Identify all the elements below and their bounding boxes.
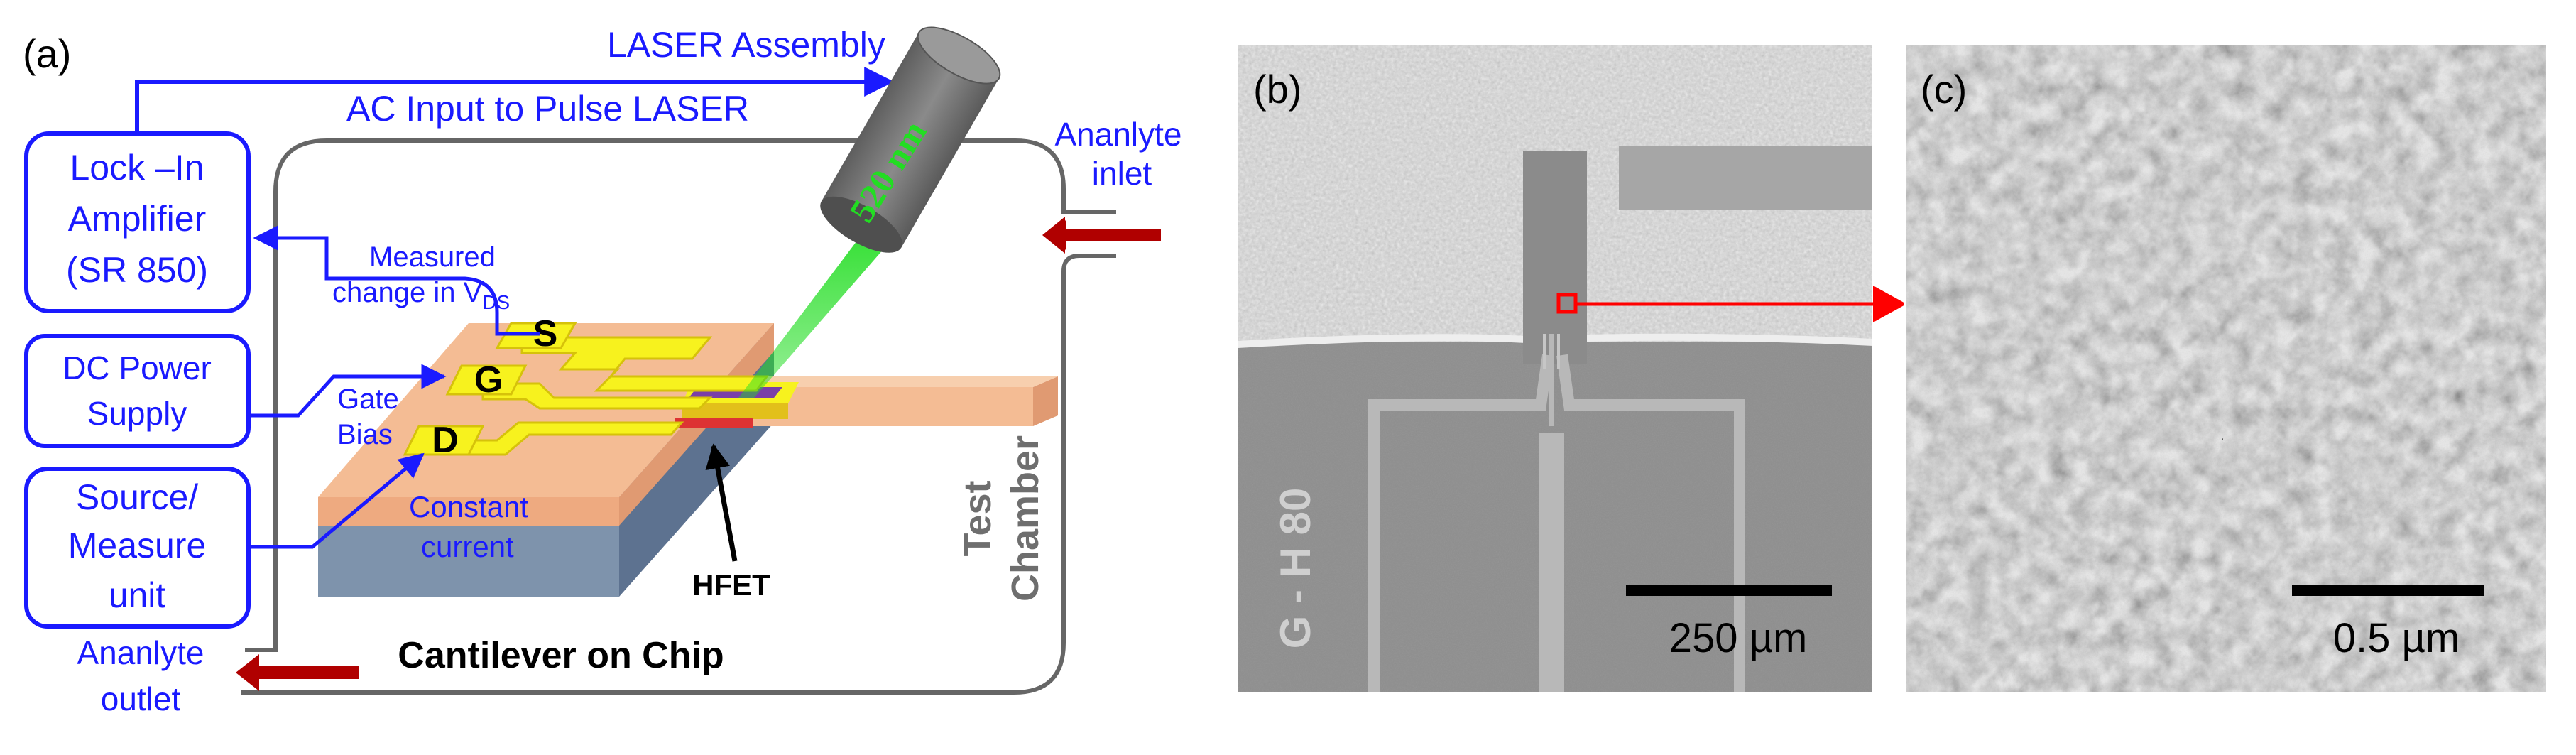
analyte-outlet-label-1: Ananlyte bbox=[77, 634, 204, 671]
source-measure-line-1: Source/ bbox=[76, 477, 198, 517]
scale-bar-c-label: 0.5 µm bbox=[2333, 615, 2460, 661]
test-chamber-label-2: Chamber bbox=[1004, 435, 1047, 602]
analyte-outlet-arrow-head bbox=[236, 654, 259, 691]
pad-g: G bbox=[445, 359, 528, 401]
source-measure-line-2: Measure bbox=[68, 526, 207, 565]
pad-g-label: G bbox=[474, 359, 503, 401]
analyte-outlet-label-2: outlet bbox=[101, 680, 181, 717]
test-chamber-outline bbox=[241, 138, 1116, 695]
scale-bar-b-label: 250 µm bbox=[1669, 615, 1808, 661]
panel-label-b: (b) bbox=[1253, 67, 1301, 112]
ac-input-line bbox=[135, 67, 895, 134]
cantilever-beam bbox=[721, 376, 1058, 426]
panel-label-a: (a) bbox=[23, 31, 71, 76]
laser-assembly bbox=[820, 26, 1001, 253]
measured-change-label-2: change in VDS bbox=[332, 277, 510, 313]
chip-block bbox=[318, 323, 774, 597]
analyte-outlet-arrow-shaft bbox=[256, 666, 359, 679]
gate-bias-label-2: Bias bbox=[337, 419, 393, 450]
constant-current-label-2: current bbox=[421, 530, 514, 563]
panel-c-frame bbox=[1904, 43, 2548, 694]
constant-current-wire bbox=[249, 452, 425, 549]
panel-b-frame bbox=[1237, 43, 1874, 694]
lock-in-line-3: (SR 850) bbox=[66, 250, 208, 290]
test-chamber-label-1: Test bbox=[956, 480, 999, 556]
panel-label-c: (c) bbox=[1921, 67, 1967, 112]
panel-b-sem-image bbox=[1238, 44, 1873, 693]
chip-id-label: G - H 80 bbox=[1272, 488, 1319, 649]
measured-signal-wire bbox=[253, 225, 540, 336]
pad-d-label: D bbox=[432, 420, 459, 461]
cantilever-label: Cantilever on Chip bbox=[398, 635, 724, 676]
source-measure-line-3: unit bbox=[109, 575, 166, 615]
dc-power-line-1: DC Power bbox=[62, 349, 212, 386]
gate-bias-label-1: Gate bbox=[337, 384, 399, 415]
ac-input-label: AC Input to Pulse LASER bbox=[346, 89, 749, 129]
laser-assembly-label: LASER Assembly bbox=[607, 25, 885, 65]
gate-bias-wire bbox=[249, 364, 447, 418]
dc-power-supply-box bbox=[24, 334, 251, 448]
analyte-inlet-arrow-shaft bbox=[1061, 229, 1161, 241]
zoom-arrowhead bbox=[1873, 286, 1906, 322]
hfet-pointer-arrow bbox=[705, 443, 738, 562]
measured-change-label-1: Measured bbox=[369, 241, 496, 273]
pad-d: D bbox=[403, 420, 485, 461]
analyte-inlet-arrow-head-2 bbox=[1042, 217, 1065, 254]
lock-in-line-2: Amplifier bbox=[68, 199, 206, 239]
scale-bar-b bbox=[1626, 585, 1832, 596]
constant-current-label-1: Constant bbox=[409, 490, 528, 523]
analyte-inlet-label-1: Ananlyte bbox=[1054, 116, 1181, 153]
laser-beam bbox=[738, 238, 893, 398]
analyte-inlet-label-2: inlet bbox=[1092, 155, 1152, 192]
scale-bar-c bbox=[2292, 585, 2484, 596]
roi-box bbox=[1556, 293, 1578, 314]
lock-in-line-1: Lock –In bbox=[70, 148, 204, 188]
hfet-label: HFET bbox=[692, 568, 770, 602]
dc-power-line-2: Supply bbox=[87, 395, 187, 432]
panel-a-schematic: (a) Lock –In Amplifier (SR 850) DC Power… bbox=[23, 25, 1182, 717]
